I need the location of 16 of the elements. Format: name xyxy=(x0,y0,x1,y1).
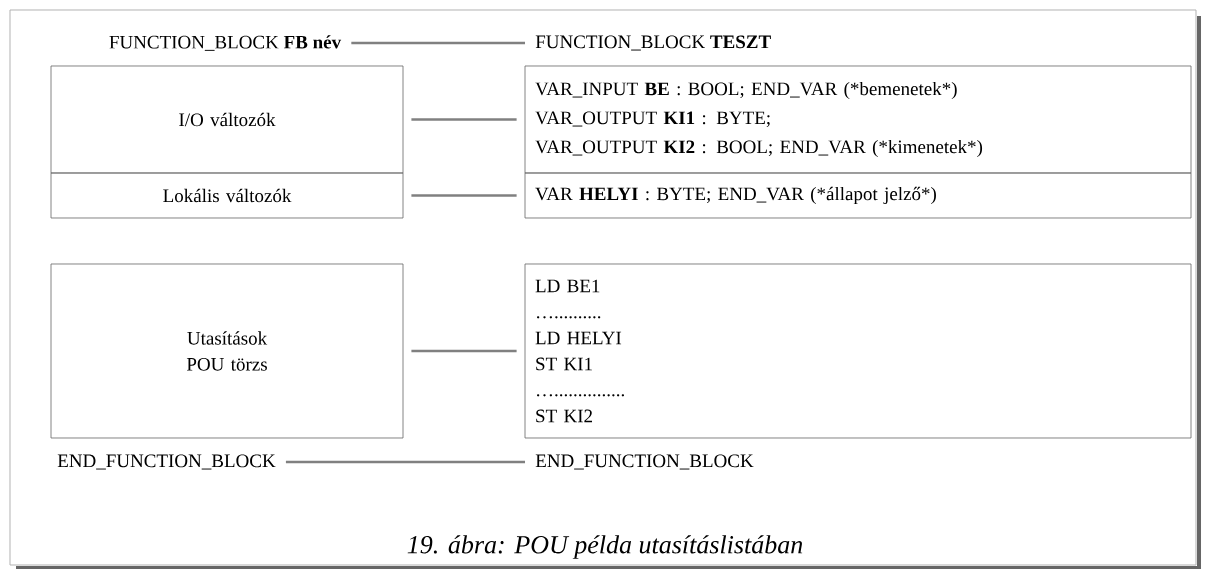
connector-line xyxy=(411,349,517,353)
code-text: END_FUNCTION_BLOCK xyxy=(57,454,276,470)
connector-line xyxy=(285,460,525,464)
section-box: Lokális változók xyxy=(50,172,404,219)
code-box: LD BE1 ….......... LD HELYI ST KI1 …............... ST KI2 xyxy=(524,263,1192,439)
figure-caption: 19. ábra: POU példa utasításlistában xyxy=(407,535,803,559)
code-text: FUNCTION_BLOCK TESZT xyxy=(535,35,771,51)
code-box: VAR_INPUT BE : BOOL; END_VAR (*bemenetek*) VAR_OUTPUT KI1 : BYTE; VAR_OUTPUT KI2 : BOOL; END_VAR (*kimenetek*) xyxy=(524,65,1192,174)
connector-line xyxy=(411,194,517,197)
section-box: Utasítások POU törzs xyxy=(50,263,404,439)
section-box: I/O változók xyxy=(50,65,404,174)
code-text: FUNCTION_BLOCK FB név xyxy=(109,35,342,51)
connector-line xyxy=(411,118,517,121)
connector-line xyxy=(351,41,525,45)
code-text: END_FUNCTION_BLOCK xyxy=(535,454,754,470)
code-box: VAR HELYI : BYTE; END_VAR (*állapot jelző*) xyxy=(524,172,1192,219)
